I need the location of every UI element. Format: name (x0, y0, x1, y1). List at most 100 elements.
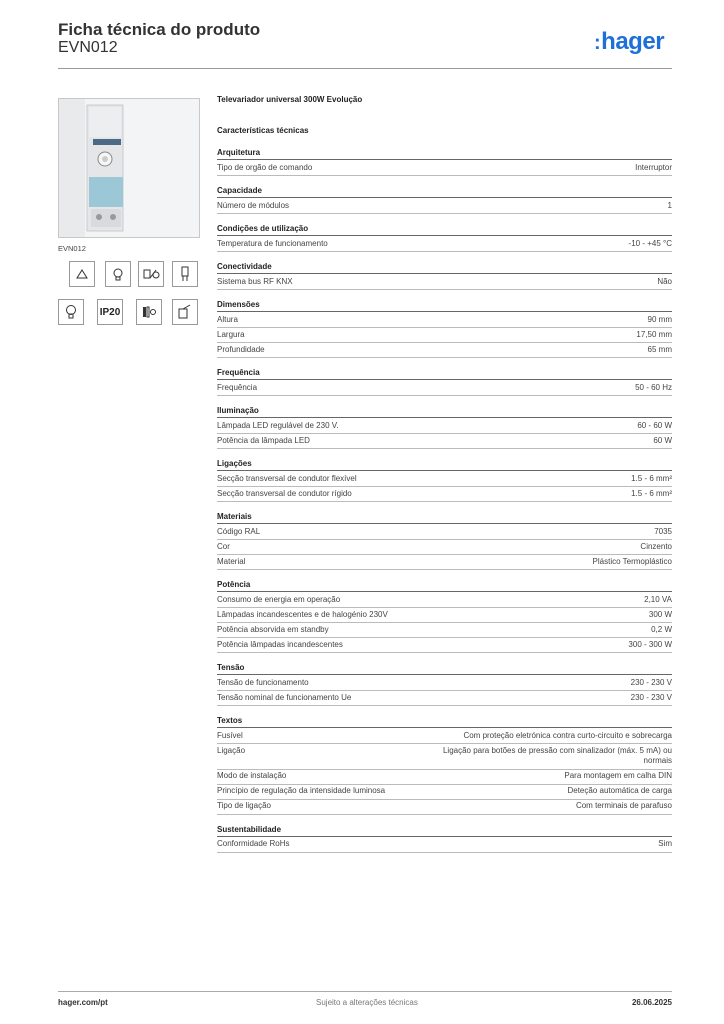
spec-label: Secção transversal de condutor flexível (217, 473, 357, 483)
lamp-fitting-icon (105, 261, 131, 287)
bulb-halogen-icon (172, 261, 198, 287)
bulb-icon (58, 299, 84, 325)
spec-value: 300 W (648, 609, 672, 619)
page-title: Ficha técnica do produto (58, 20, 261, 39)
spec-label: Potência absorvida em standby (217, 624, 329, 634)
section-title: Textos (217, 715, 672, 728)
section-title: Arquitetura (217, 147, 672, 160)
spec-value: Com terminais de parafuso (575, 801, 672, 810)
section-title: Tensão (217, 662, 672, 675)
spec-content: Televariador universal 300W Evolução Car… (217, 93, 672, 862)
product-name: Televariador universal 300W Evolução (217, 95, 363, 104)
spec-value: 7035 (654, 526, 672, 536)
spec-label: Potência lâmpadas incandescentes (217, 639, 343, 649)
spec-value: Sim (658, 839, 672, 848)
section-title: Condições de utilização (217, 223, 672, 236)
spec-value: 1 (667, 200, 672, 210)
spec-row: Potência absorvida em standby 0,2 W (217, 623, 672, 638)
spec-label: Profundidade (217, 344, 265, 354)
spec-value: 65 mm (647, 344, 672, 354)
spec-label: Material (217, 556, 246, 566)
spec-label: Tensão de funcionamento (217, 677, 309, 687)
spec-value: Para montagem em calha DIN (564, 771, 672, 780)
spec-value: 17,50 mm (636, 329, 672, 339)
footer-divider (58, 991, 672, 992)
section-title: Materiais (217, 511, 672, 524)
spec-row: Temperatura de funcionamento-10 - +45 °C (217, 237, 672, 252)
hager-logo: :hager (594, 28, 665, 56)
spec-row: Secção transversal de condutor flexível 1… (217, 472, 672, 487)
led-icon (136, 299, 162, 325)
spec-label: Fusível (217, 730, 243, 740)
spec-label: Código RAL (217, 526, 261, 536)
spec-label: Ligação (217, 745, 246, 755)
spec-label: Consumo de energia em operação (217, 594, 341, 604)
spec-row: Conformidade RoHs Sim (217, 838, 672, 853)
spec-value: 230 - 230 V (630, 692, 672, 702)
spec-value: 60 W (653, 435, 672, 445)
section-title: Iluminação (217, 405, 672, 418)
spec-label: Tipo de orgão de comando (217, 162, 313, 172)
spec-row: Tensão nominal de funcionamento Ue 230 - … (217, 691, 672, 706)
ip20-icon: IP20 (97, 299, 123, 325)
spec-row: Princípio de regulação da intensidade lu… (217, 785, 672, 800)
spec-value: Não (657, 276, 672, 286)
spec-label: Tipo de ligação (217, 801, 271, 810)
product-image (58, 98, 200, 238)
spec-label: Conformidade RoHs (217, 839, 290, 848)
spec-label: Temperatura de funcionamento (217, 238, 328, 248)
spec-value: Ligação para botões de pressão com sinal… (442, 745, 672, 766)
spec-value: Cinzento (640, 541, 672, 551)
spec-row: Lâmpada LED regulável de 230 V.60 - 60 W (217, 419, 672, 434)
spec-value: Plástico Termoplástico (592, 556, 672, 566)
section-title: Conectividade (217, 261, 672, 274)
spec-row: Consumo de energia em operação 2,10 VA (217, 593, 672, 608)
spec-label: Tensão nominal de funcionamento Ue (217, 692, 352, 702)
spec-value: 0,2 W (651, 624, 672, 634)
image-caption: EVN012 (58, 244, 86, 253)
logo-dots-icon: : (594, 32, 601, 54)
spec-value: 300 - 300 W (628, 639, 672, 649)
spec-label: Modo de instalação (217, 771, 287, 780)
section-title: Capacidade (217, 185, 672, 198)
spec-label: Altura (217, 314, 238, 324)
section-title: Ligações (217, 458, 672, 471)
spec-value: 90 mm (647, 314, 672, 324)
footer-website[interactable]: hager.com/pt (58, 998, 108, 1007)
spec-value: Com proteção eletrónica contra curto-cir… (463, 730, 672, 740)
logo-text: hager (601, 28, 665, 55)
control-icon (172, 299, 198, 325)
spec-value: 2,10 VA (644, 594, 672, 604)
triangle-icon (69, 261, 95, 287)
spec-value: Interruptor (635, 162, 672, 172)
spec-label: Princípio de regulação da intensidade lu… (217, 786, 386, 795)
spec-value: 60 - 60 W (637, 420, 672, 430)
spec-value: Deteção automática de carga (567, 786, 672, 795)
spec-row: Potência lâmpadas incandescentes 300 - 30… (217, 638, 672, 653)
spec-row: Largura 17,50 mm (217, 328, 672, 343)
section-title: Frequência (217, 367, 672, 380)
spec-label: Lâmpadas incandescentes e de halogénio 2… (217, 609, 388, 619)
footer-date: 26.06.2025 (631, 998, 672, 1007)
dimmer-icon (138, 261, 164, 287)
spec-row: Material Plástico Termoplástico (217, 555, 672, 570)
section-title: Potência (217, 579, 672, 592)
header-divider (58, 68, 672, 69)
spec-label: Largura (217, 329, 245, 339)
footer-note: Sujeito a alterações técnicas (316, 998, 418, 1007)
spec-value: 1.5 - 6 mm² (631, 473, 672, 483)
